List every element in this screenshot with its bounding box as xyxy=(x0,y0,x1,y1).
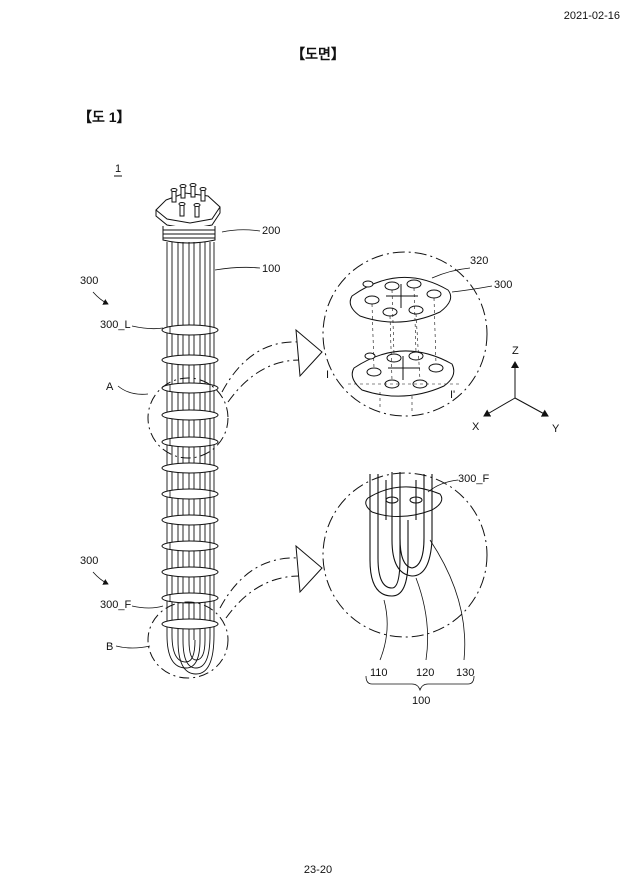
detail-a-leaders xyxy=(431,267,493,293)
label-100-group: 100 xyxy=(412,695,430,707)
detail-circle-a xyxy=(147,377,229,459)
document-date: 2021-02-16 xyxy=(563,10,620,22)
detail-circle-b xyxy=(147,601,229,679)
label-B: B xyxy=(106,641,113,653)
label-100: 100 xyxy=(262,263,280,275)
label-300-F: 300_F xyxy=(100,599,131,611)
figure-heading: 【도 1】 xyxy=(78,109,131,125)
label-300-bottom: 300 xyxy=(80,555,98,567)
spacer-rings xyxy=(161,324,219,630)
leader-lines xyxy=(92,229,261,649)
heater-head xyxy=(155,192,221,244)
axis-y-label: Y xyxy=(552,423,560,435)
label-section-I: I xyxy=(326,369,329,381)
label-300-F-detail: 300_F xyxy=(458,473,489,485)
label-300-detail: 300 xyxy=(494,279,512,291)
detail-b-leaders xyxy=(365,479,475,692)
label-300-top: 300 xyxy=(80,275,98,287)
axis-x-label: X xyxy=(472,421,480,433)
spacer-plate-upper xyxy=(349,276,452,323)
page-number: 23-20 xyxy=(303,864,333,876)
detail-b-spacer xyxy=(365,486,443,517)
label-section-I-prime: I' xyxy=(450,389,455,401)
label-120: 120 xyxy=(416,667,434,679)
spacer-ring-tabs xyxy=(169,326,211,602)
assembly-label: 1 xyxy=(115,163,121,175)
label-A: A xyxy=(106,381,114,393)
label-130: 130 xyxy=(456,667,474,679)
axis-z-label: Z xyxy=(512,345,519,357)
spacer-plate-lower xyxy=(351,350,455,397)
detail-a-circle xyxy=(322,251,488,417)
detail-b-tubes xyxy=(369,472,433,597)
section-title: 【도면】 xyxy=(291,46,345,62)
detail-b-circle xyxy=(322,472,488,638)
coordinate-axes xyxy=(483,361,549,417)
label-300-L: 300_L xyxy=(100,319,131,331)
label-200: 200 xyxy=(262,225,280,237)
label-110: 110 xyxy=(370,667,388,679)
terminal-pins xyxy=(170,183,207,218)
plate-guide-lines xyxy=(348,287,460,412)
callout-arrows xyxy=(219,328,323,619)
label-320: 320 xyxy=(470,255,488,267)
